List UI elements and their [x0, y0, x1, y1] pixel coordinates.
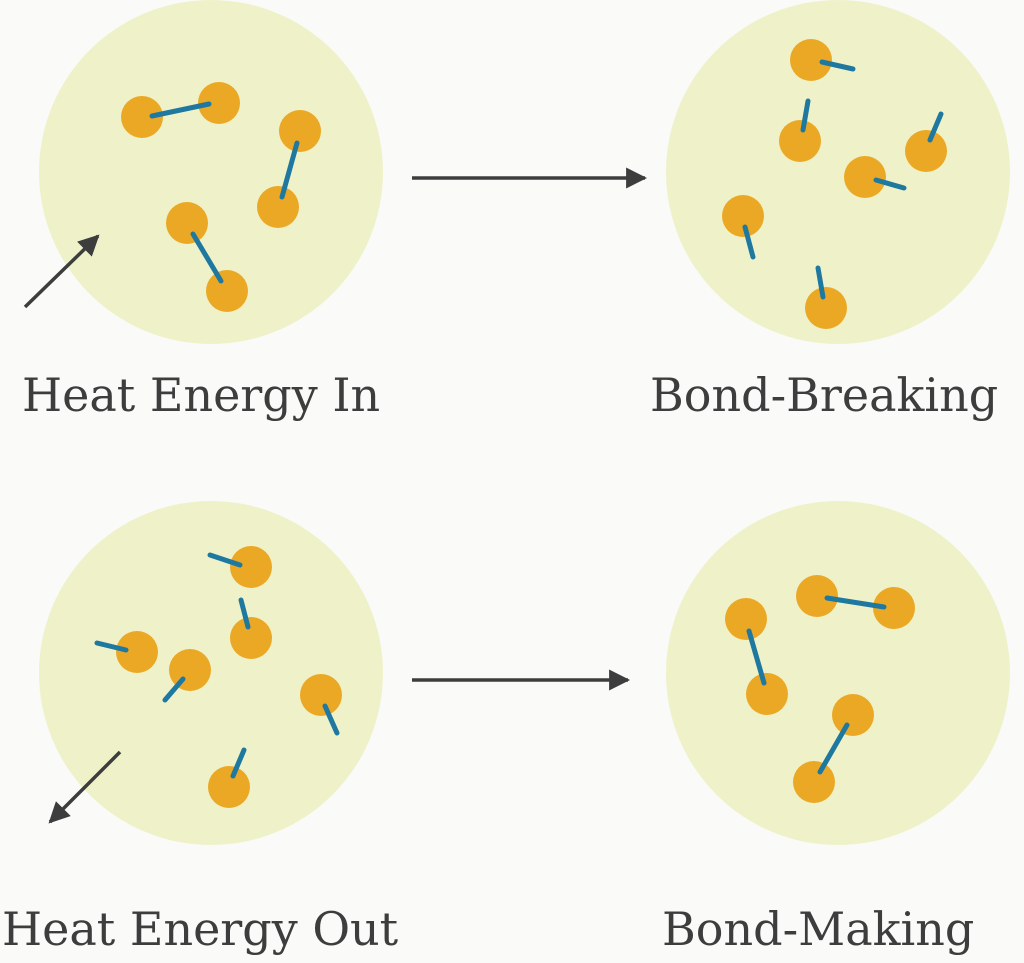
molecule [796, 575, 915, 629]
molecule [121, 82, 240, 138]
bond-icon [824, 595, 887, 610]
atom-icon [790, 39, 832, 81]
atom-with-broken-bond [805, 265, 847, 329]
panel-heat-out [39, 501, 383, 845]
atom-icon [793, 761, 835, 803]
panel-circle [39, 0, 383, 344]
panel-circle [39, 501, 383, 845]
label-heat-energy-out: Heat Energy Out [2, 902, 399, 956]
bond-icon [230, 747, 247, 779]
atom-icon [279, 110, 321, 152]
molecule [725, 598, 788, 715]
bond-icon [746, 628, 767, 686]
label-bond-making: Bond-Making [662, 902, 975, 956]
atom-icon [116, 631, 158, 673]
heat-in-arrow-icon [23, 234, 100, 309]
atom-icon [805, 287, 847, 329]
atom-icon [725, 598, 767, 640]
bond-icon [94, 640, 129, 653]
atom-icon [300, 674, 342, 716]
atom-with-broken-bond [162, 649, 211, 703]
atom-icon [230, 617, 272, 659]
bond-icon [815, 265, 826, 300]
atom-icon [779, 120, 821, 162]
bond-icon [190, 231, 224, 284]
bond-icon [873, 177, 907, 191]
atom-with-broken-bond [300, 674, 342, 736]
bond-icon [322, 703, 340, 736]
bond-icon [927, 111, 944, 143]
atom-with-broken-bond [790, 39, 856, 81]
molecule [793, 694, 874, 803]
heat-out-arrow-icon [48, 750, 122, 824]
panel-heat-in [23, 0, 383, 344]
atom-with-broken-bond [208, 747, 250, 808]
atom-icon [257, 186, 299, 228]
atom-icon [198, 82, 240, 124]
bond-icon [238, 597, 251, 630]
atom-icon [873, 587, 915, 629]
atom-icon [905, 130, 947, 172]
atom-icon [796, 575, 838, 617]
atom-icon [166, 202, 208, 244]
atom-icon [206, 270, 248, 312]
atom-with-broken-bond [905, 111, 947, 172]
atom-with-broken-bond [207, 546, 272, 588]
molecule [166, 202, 248, 312]
atom-icon [832, 694, 874, 736]
bond-icon [742, 224, 756, 260]
atom-icon [722, 195, 764, 237]
panel-circle [666, 501, 1010, 845]
atom-with-broken-bond [844, 156, 907, 198]
atom-icon [746, 673, 788, 715]
bond-icon [819, 59, 856, 72]
atom-with-broken-bond [94, 631, 158, 673]
bond-icon [279, 140, 300, 200]
bond-icon [149, 101, 212, 119]
bond-icon [817, 722, 850, 775]
bond-icon [162, 676, 186, 703]
molecule [257, 110, 321, 228]
atom-with-broken-bond [779, 98, 821, 162]
atom-icon [230, 546, 272, 588]
label-heat-energy-in: Heat Energy In [22, 368, 381, 422]
atom-with-broken-bond [722, 195, 764, 260]
atom-icon [121, 96, 163, 138]
bond-icon [800, 98, 811, 133]
atom-icon [844, 156, 886, 198]
label-bond-breaking: Bond-Breaking [650, 368, 999, 422]
panel-bond-making [666, 501, 1010, 845]
bond-icon [207, 552, 243, 568]
atom-icon [208, 766, 250, 808]
panel-bond-breaking [666, 0, 1010, 344]
atom-with-broken-bond [230, 597, 272, 659]
